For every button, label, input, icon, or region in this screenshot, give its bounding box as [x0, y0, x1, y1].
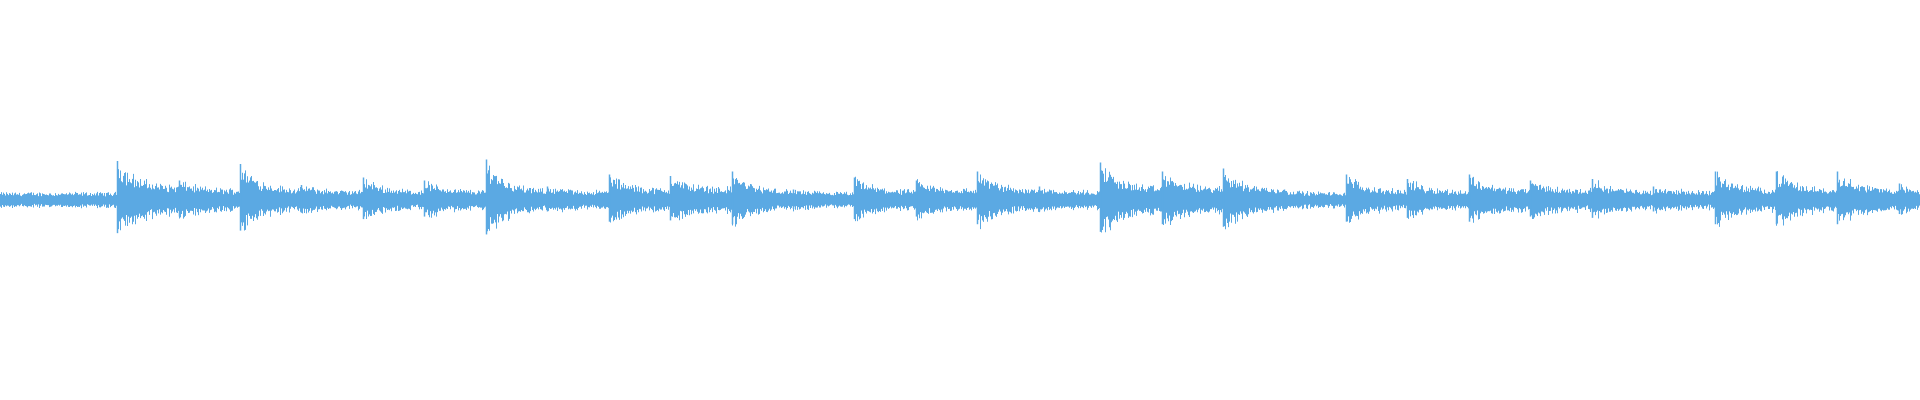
waveform-bars — [0, 159, 1920, 235]
